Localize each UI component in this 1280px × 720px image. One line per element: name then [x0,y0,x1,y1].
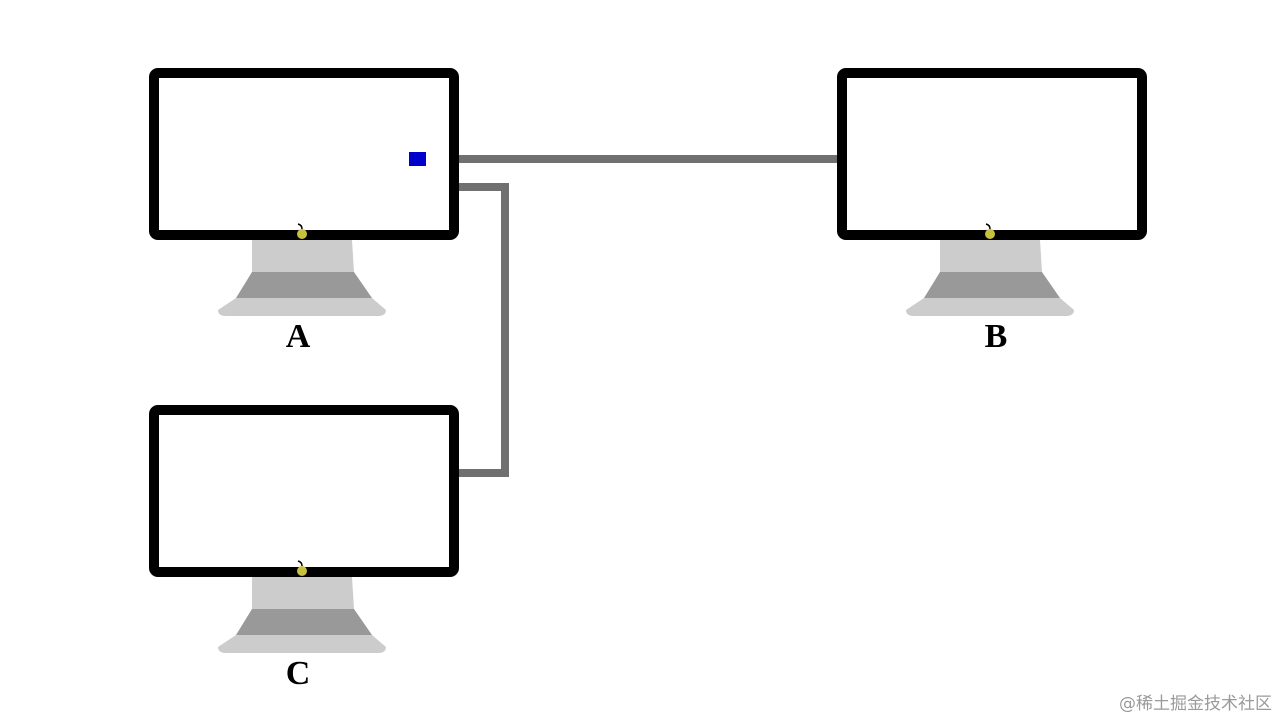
computer-c: C [149,405,459,692]
monitor-stand-foot [218,635,386,653]
computer-label-c: C [286,655,311,692]
power-led-icon [297,566,307,576]
monitor-stand [252,577,354,609]
computer-label-a: A [286,318,311,355]
power-led-icon [297,229,307,239]
watermark-text: @稀土掘金技术社区 [1119,694,1272,714]
computer-label-b: B [985,318,1008,355]
power-led-icon [985,229,995,239]
monitor-stand [940,240,1042,272]
computer-a: A [149,68,459,355]
power-led-stem-icon [297,223,303,230]
monitor-screen [149,405,459,577]
power-led-stem-icon [985,223,991,230]
cursor-marker [409,152,426,166]
monitor-stand-base [236,272,372,298]
monitor-stand-base [924,272,1060,298]
monitor-stand [252,240,354,272]
cable-a-to-c [458,183,509,477]
monitor-stand-foot [906,298,1074,316]
computer-b: B [837,68,1147,355]
power-led-stem-icon [297,560,303,567]
monitor-stand-foot [218,298,386,316]
monitor-screen [837,68,1147,240]
monitor-stand-base [236,609,372,635]
